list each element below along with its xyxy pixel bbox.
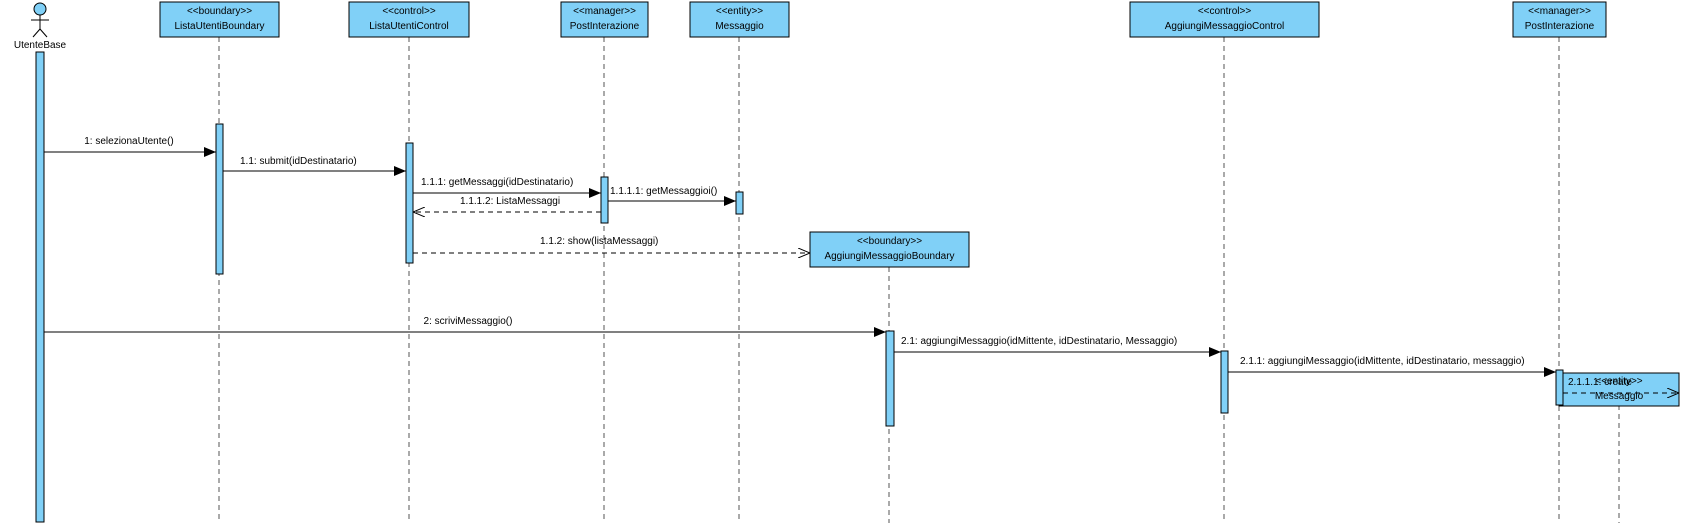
participant-name: ListaUtentiBoundary [174, 21, 264, 32]
message-label: 1.1.2: show(listaMessaggi) [540, 236, 658, 247]
message-label: 1.1.1: getMessaggi(idDestinatario) [421, 177, 573, 188]
participant-name: AggiungiMessaggioBoundary [824, 251, 954, 262]
activation-utentebase [35, 51, 45, 523]
lifelines [218, 37, 1620, 523]
message-m4: 1.1.1.1: getMessaggioi() [608, 186, 736, 206]
activation-p5 [885, 330, 895, 427]
actor-utentebase: UtenteBase [14, 2, 67, 51]
participant-p4[interactable]: <<entity>> Messaggio [689, 1, 790, 38]
message-m10: 2.1.1.1: create [1563, 377, 1679, 393]
participant-stereotype: <<manager>> [1528, 6, 1591, 17]
activations [35, 51, 1564, 523]
message-m2: 1.1: submit(idDestinatario) [223, 156, 406, 176]
participant-p8[interactable]: <<entity>> Messaggio [1558, 372, 1680, 407]
message-m8: 2.1: aggiungiMessaggio(idMittente, idDes… [894, 336, 1221, 357]
actor-name: UtenteBase [14, 40, 67, 51]
message-label: 1.1.1.1: getMessaggioi() [610, 186, 717, 197]
participant-box [560, 1, 649, 38]
participant-stereotype: <<manager>> [573, 6, 636, 17]
participant-stereotype: <<boundary>> [187, 6, 252, 17]
participant-box [809, 231, 970, 268]
participant-p2[interactable]: <<control>> ListaUtentiControl [348, 1, 470, 38]
participant-box [689, 1, 790, 38]
message-m6: 1.1.2: show(listaMessaggi) [413, 236, 810, 253]
participant-box [1512, 1, 1607, 38]
participant-p7[interactable]: <<manager>> PostInterazione [1512, 1, 1607, 38]
participant-name: Messaggio [715, 21, 764, 32]
message-label: 2.1: aggiungiMessaggio(idMittente, idDes… [901, 336, 1177, 347]
message-m5: 1.1.1.2: ListaMessaggi [413, 196, 601, 212]
participant-box [1129, 1, 1320, 38]
actor-leg-left [32, 28, 41, 38]
activation-p1 [215, 123, 224, 275]
participant-p1[interactable]: <<boundary>> ListaUtentiBoundary [159, 1, 280, 38]
participant-stereotype: <<entity>> [716, 6, 763, 17]
participant-name: Messaggio [1595, 391, 1644, 402]
actor-leg-right [39, 28, 48, 38]
participant-stereotype: <<boundary>> [857, 236, 922, 247]
participant-box [1558, 372, 1680, 407]
activation-p7 [1555, 369, 1564, 406]
message-label: 2.1.1: aggiungiMessaggio(idMittente, idD… [1240, 356, 1525, 367]
activation-p6 [1220, 350, 1229, 414]
message-label: 2: scriviMessaggio() [424, 316, 513, 327]
participant-p6[interactable]: <<control>> AggiungiMessaggioControl [1129, 1, 1320, 38]
activation-p3 [600, 176, 609, 224]
message-label: 1.1: submit(idDestinatario) [240, 156, 357, 167]
participant-name: PostInterazione [570, 21, 640, 32]
participant-stereotype: <<control>> [1198, 6, 1252, 17]
participant-name: AggiungiMessaggioControl [1165, 21, 1285, 32]
activation-p4 [735, 191, 744, 215]
message-label: 1: selezionaUtente() [84, 136, 174, 147]
message-m1: 1: selezionaUtente() [44, 136, 216, 157]
participant-name: ListaUtentiControl [369, 21, 448, 32]
message-label: 2.1.1.1: create [1568, 377, 1632, 388]
message-m3: 1.1.1: getMessaggi(idDestinatario) [413, 177, 601, 198]
participant-box [348, 1, 470, 38]
message-m7: 2: scriviMessaggio() [44, 316, 886, 337]
participant-stereotype: <<control>> [382, 6, 436, 17]
message-label: 1.1.1.2: ListaMessaggi [460, 196, 560, 207]
actor-head [33, 2, 47, 16]
participant-name: PostInterazione [1525, 21, 1595, 32]
participant-p3[interactable]: <<manager>> PostInterazione [560, 1, 649, 38]
participant-box [159, 1, 280, 38]
participant-p5[interactable]: <<boundary>> AggiungiMessaggioBoundary [809, 231, 970, 268]
message-m9: 2.1.1: aggiungiMessaggio(idMittente, idD… [1228, 356, 1556, 377]
participant-stereotype: <<entity>> [1595, 376, 1642, 387]
activation-p2 [405, 142, 414, 264]
